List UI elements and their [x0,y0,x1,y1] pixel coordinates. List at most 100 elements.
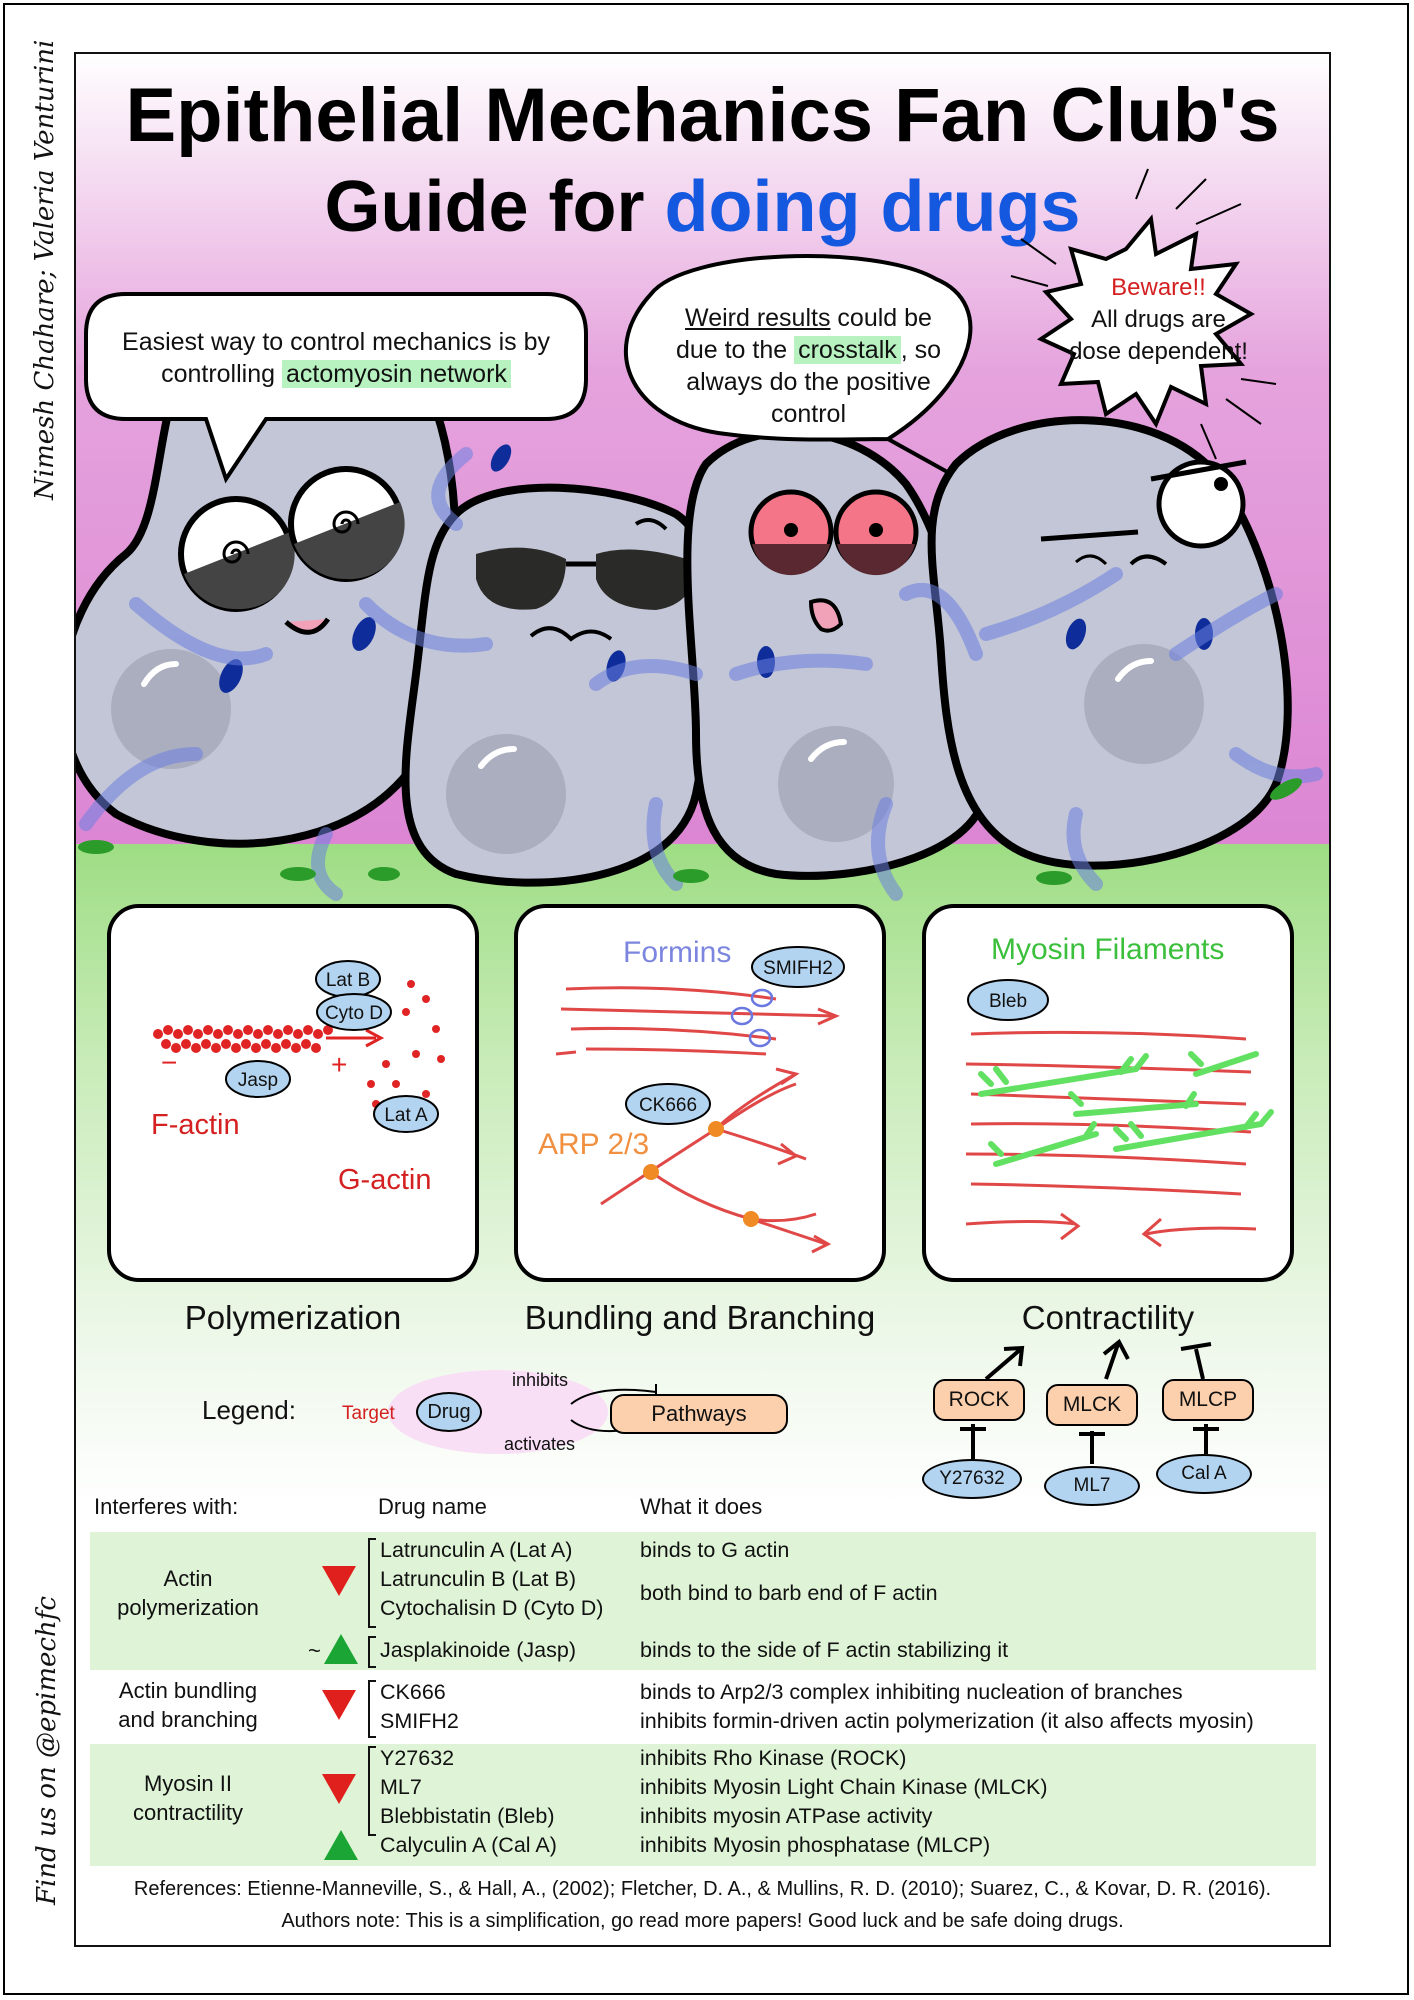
bubble-right-text: Beware!! All drugs are dose dependent! [1061,272,1256,368]
drug-cyto-d: Cyto D [316,993,392,1031]
plus-end-label: + [331,1049,347,1080]
svg-text:Cyto D: Cyto D [325,1003,383,1024]
poster-frame: Epithelial Mechanics Fan Club's Guide fo… [74,52,1331,1947]
myosin-filaments-label: Myosin Filaments [991,933,1224,966]
brace-group1 [368,1538,376,1628]
minus-end-label: − [161,1047,177,1078]
caption-contractility: Contractility [1021,1299,1195,1336]
drug-jasplakinolide: Jasplakinoide (Jasp) [380,1638,576,1662]
effect-lat-b-cyto-d: both bind to barb end of F actin [640,1581,938,1605]
subtitle-prefix: Guide for [324,167,665,247]
beware-warning: Beware!! [1111,274,1206,301]
myosin-minifilaments [978,1051,1274,1167]
bubble-middle-rest: could be [830,304,932,332]
legend-activates: activates [504,1434,576,1454]
g-actin-label: G-actin [338,1164,431,1196]
authors-credit: Nimesh Chahare; Valeria Venturini [30,39,60,500]
decrease-icon-myosin [322,1774,356,1804]
bubble-right-line3: dose dependent! [1069,338,1248,365]
drug-y27632-label: Y27632 [939,1468,1005,1489]
header-what-it-does: What it does [640,1494,763,1519]
caption-polymerization: Polymerization [184,1299,402,1336]
f-actin-filament [153,980,445,1108]
effect-y27632: inhibits Rho Kinase (ROCK) [640,1746,907,1770]
drug-lat-a: Lat A [373,1095,439,1133]
svg-text:Bleb: Bleb [989,991,1027,1012]
svg-text:Lat A: Lat A [384,1105,428,1126]
drug-y27632: Y27632 [922,1459,1022,1499]
bubble-middle-prefix: due to the [675,336,795,364]
drug-ml7: ML7 [1044,1466,1140,1506]
subtitle-accent: doing drugs [664,167,1081,247]
group2-line2: and branching [118,1707,258,1732]
caption-bundling: Bundling and Branching [524,1299,876,1336]
drug-cal-a: Cal A [1156,1454,1252,1494]
effect-jasp: binds to the side of F actin stabilizing… [640,1638,1009,1662]
group-actin-bundling: Actin bundling and branching [98,1676,278,1734]
svg-text:SMIFH2: SMIFH2 [763,958,833,979]
actin-strands [79,447,1323,901]
drug-calyculin-row: Calyculin A (Cal A) [380,1833,557,1857]
pathway-mlck: MLCK [1046,1384,1138,1426]
bubble-left-text: Easiest way to control mechanics is by c… [91,326,581,390]
decrease-icon-bundling [322,1690,356,1720]
legend-drug-text: Drug [427,1401,471,1423]
group2-line1: Actin bundling [118,1678,258,1703]
formin-rings [730,988,774,1048]
bubble-left-line1: Easiest way to control mechanics is by [122,328,550,356]
drug-jasp: Jasp [225,1060,291,1098]
pathway-mlck-label: MLCK [1062,1393,1122,1416]
effect-cal-a: inhibits Myosin phosphatase (MLCP) [640,1833,991,1857]
cell-dizzy [76,316,460,848]
drug-latrunculin-b: Latrunculin B (Lat B) [380,1567,576,1591]
svg-text:Jasp: Jasp [238,1070,278,1091]
legend-target: Target [342,1403,395,1424]
social-handle: Find us on @epimechfc [32,1596,62,1905]
drug-ck666: CK666 [380,1680,446,1704]
poster-subtitle: Guide for doing drugs [76,166,1329,248]
brace-group2 [368,1680,376,1738]
brace-group3 [368,1746,376,1836]
arp23-nodes [643,1121,759,1227]
cell-suspicious [927,416,1292,870]
group1-line1: Actin [163,1566,213,1591]
drug-smifh2: SMIFH2 [380,1709,459,1733]
group3-line2: contractility [132,1800,244,1825]
pathway-rock: ROCK [933,1379,1025,1421]
bubble-middle-line4: control [770,400,847,428]
page-border [3,3,1409,1995]
bubble-middle-line1: Weird results could be [636,302,981,334]
drug-cal-a-label: Cal A [1181,1463,1227,1484]
group-actin-polymerization: Actin polymerization [98,1564,278,1622]
authors-note: Authors note: This is a simplification, … [281,1910,1124,1932]
highlight-actomyosin: actomyosin network [281,360,511,388]
drug-bleb: Bleb [967,979,1049,1021]
header-interferes: Interferes with: [94,1494,239,1519]
group-myosin-contractility: Myosin II contractility [98,1769,278,1827]
pathway-arrows [960,1338,1219,1464]
bubble-middle [623,254,973,476]
bubble-middle-text: Weird results could be due to the crosst… [636,302,981,430]
effect-smifh2: inhibits formin-driven actin polymerizat… [640,1709,1254,1733]
cell-sunglasses [401,444,720,887]
arp23-label: ARP 2/3 [538,1128,649,1161]
bubble-middle-suffix: , so [900,336,942,364]
illustration-layer: − + F-actin G-actin Lat B Cyto D Jasp La… [76,168,1323,1464]
svg-text:CK666: CK666 [639,1095,697,1116]
legend-pathways-text: Pathways [651,1401,747,1426]
tilde-jasp: ~ [308,1638,321,1663]
legend-target-blob [388,1370,608,1454]
effect-ml7: inhibits Myosin Light Chain Kinase (MLCK… [640,1775,1048,1799]
group3-line1: Myosin II [143,1771,233,1796]
drug-smifh2: SMIFH2 [751,946,845,988]
group1-line2: polymerization [117,1595,259,1620]
drug-ck666: CK666 [625,1083,711,1125]
band-actin-polymerization [90,1532,1316,1670]
bubble-middle-line3: always do the positive [686,368,931,396]
legend-pathways-chip: Pathways [610,1394,788,1434]
effect-bleb: inhibits myosin ATPase activity [640,1804,933,1828]
header-drug-name: Drug name [378,1494,487,1519]
legend-drug-chip: Drug [416,1392,482,1432]
underlined-weird-results: Weird results [685,304,831,332]
drug-latrunculin-a: Latrunculin A (Lat A) [380,1538,573,1562]
